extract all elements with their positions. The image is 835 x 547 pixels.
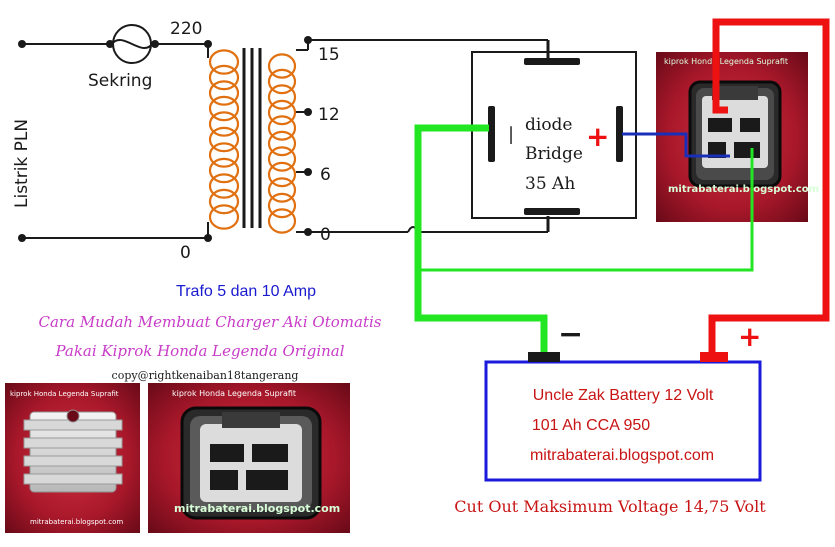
bridge-minus-mark: | — [508, 124, 514, 145]
tap-0-terminal — [304, 228, 312, 236]
green-wire-regulator — [418, 148, 754, 272]
copyright-caption: copy@rightkenaiban18tangerang — [112, 369, 299, 382]
red-wire — [708, 18, 830, 358]
photo-middle-label: kiprok Honda Legenda Suprafit — [172, 389, 296, 398]
fuse-icon — [111, 24, 153, 64]
bridge-label-line3: 35 Ah — [525, 174, 575, 194]
junction-dot — [204, 234, 212, 242]
mains-label: Listrik PLN — [12, 119, 32, 208]
tap-12-label: 12 — [318, 105, 340, 125]
junction-dot — [151, 40, 159, 48]
photo-left-url: mitrabaterai.blogspot.com — [30, 518, 123, 526]
battery-line3: mitrabaterai.blogspot.com — [530, 447, 714, 464]
blue-wire — [622, 132, 730, 158]
bridge-plus-label: + — [586, 120, 609, 153]
photo-top-url: mitrabaterai.blogspot.com — [668, 184, 819, 195]
cutout-caption: Cut Out Maksimum Voltage 14,75 Volt — [454, 497, 766, 516]
fuse-label: Sekring — [88, 71, 152, 91]
voltage-220-label: 220 — [170, 19, 202, 39]
photo-top-label: kiprok Honda Legenda Suprafit — [664, 57, 788, 66]
battery-line1: Uncle Zak Battery 12 Volt — [533, 387, 714, 404]
title-line2: Pakai Kiprok Honda Legenda Original — [54, 342, 344, 360]
battery-minus-label: − — [558, 317, 583, 352]
title-line1: Cara Mudah Membuat Charger Aki Otomatis — [39, 313, 382, 331]
trafo-caption: Trafo 5 dan 10 Amp — [176, 283, 316, 300]
bridge-label-line1: diode — [525, 115, 573, 135]
regulator-photo-left: kiprok Honda Legenda Suprafit mitrabater… — [5, 383, 140, 533]
battery-line2: 101 Ah CCA 950 — [532, 417, 650, 434]
tap-15-label: 15 — [318, 45, 340, 65]
mains-terminal-bottom — [18, 234, 26, 242]
tap-0-label: 0 — [320, 225, 331, 245]
regulator-photo-top: kiprok Honda Legenda Suprafit mitrabater… — [656, 52, 819, 222]
junction-dot — [204, 40, 212, 48]
tap-15-terminal — [304, 36, 312, 44]
battery-plus-label: + — [738, 320, 761, 353]
green-wire-main — [414, 124, 548, 352]
diode-bridge — [471, 40, 637, 232]
tap-6-label: 6 — [320, 165, 331, 185]
regulator-photo-middle: kiprok Honda Legenda Suprafit mitrabater… — [148, 383, 350, 533]
photo-middle-url: mitrabaterai.blogspot.com — [174, 502, 340, 515]
transformer-icon — [208, 48, 297, 234]
mains-terminal-top — [18, 40, 26, 48]
battery — [484, 352, 762, 482]
junction-dot — [106, 40, 114, 48]
bridge-label-line2: Bridge — [525, 144, 583, 164]
voltage-0-primary-label: 0 — [180, 243, 191, 263]
photo-left-label: kiprok Honda Legenda Suprafit — [10, 390, 119, 398]
